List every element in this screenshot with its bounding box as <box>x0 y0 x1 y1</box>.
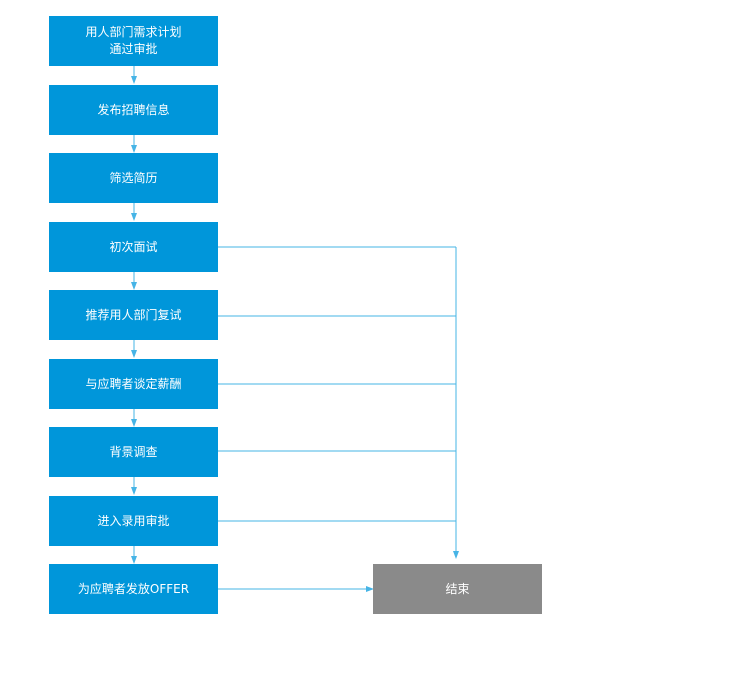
step-approve-plan: 用人部门需求计划 通过审批 <box>49 16 218 66</box>
step-screen: 筛选简历 <box>49 153 218 203</box>
step-second-interview: 推荐用人部门复试 <box>49 290 218 340</box>
step-offer: 为应聘者发放OFFER <box>49 564 218 614</box>
step-hire-approval: 进入录用审批 <box>49 496 218 546</box>
step-first-interview: 初次面试 <box>49 222 218 272</box>
step-publish: 发布招聘信息 <box>49 85 218 135</box>
step-background: 背景调查 <box>49 427 218 477</box>
step-salary: 与应聘者谈定薪酬 <box>49 359 218 409</box>
end-node: 结束 <box>373 564 542 614</box>
